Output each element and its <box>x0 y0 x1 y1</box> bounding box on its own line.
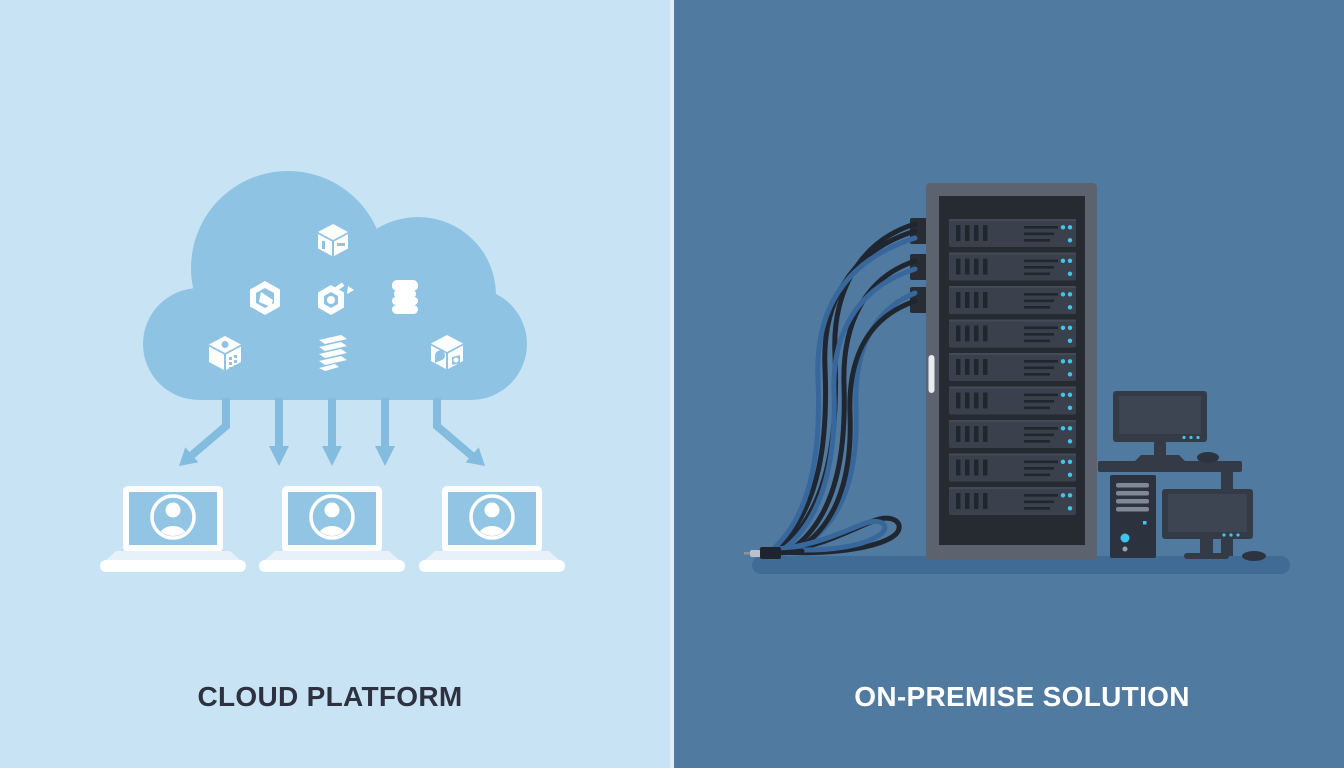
server-room-illustration <box>744 183 1290 574</box>
laptop-client-3 <box>419 486 565 572</box>
on-premise-panel-title: ON-PREMISE SOLUTION <box>854 681 1190 712</box>
monitor-on-floor <box>1162 489 1253 559</box>
arrow-down-icon <box>269 398 289 466</box>
floor <box>752 556 1290 574</box>
server-unit-4 <box>949 319 1076 348</box>
panel-divider <box>670 0 674 768</box>
gear-icon <box>318 282 354 315</box>
storage-grid-cube-icon <box>209 336 241 370</box>
server-unit-5 <box>949 353 1076 381</box>
server-unit-8 <box>949 453 1076 482</box>
cloud-illustration <box>0 171 672 768</box>
power-button-icon <box>1120 533 1130 543</box>
server-rack <box>926 183 1097 560</box>
arrow-down-icon <box>322 398 342 466</box>
cable-bundle <box>757 221 918 556</box>
mouse-on-floor <box>1242 551 1266 561</box>
cloud-panel-title: CLOUD PLATFORM <box>197 681 463 712</box>
cloud-panel: CLOUD PLATFORM <box>0 171 672 768</box>
network-hexagon-icon <box>250 281 280 315</box>
cloud-to-clients-arrows <box>179 398 485 466</box>
modules-cube-icon <box>431 335 463 369</box>
arrow-down-right-icon <box>433 398 485 466</box>
on-premise-panel: ON-PREMISE SOLUTION <box>672 0 1344 768</box>
server-unit-7 <box>949 420 1076 448</box>
server-unit-6 <box>949 386 1076 415</box>
server-unit-2 <box>949 252 1076 281</box>
server-unit-9 <box>949 487 1076 515</box>
cloud-shape <box>143 171 527 400</box>
arrow-down-icon <box>375 398 395 466</box>
data-layers-icon <box>319 335 347 371</box>
pc-tower <box>1110 475 1156 558</box>
power-plug-icon <box>744 547 781 559</box>
mouse-on-desk <box>1197 452 1219 463</box>
server-unit-3 <box>949 286 1076 314</box>
monitor-on-desk <box>1113 391 1207 462</box>
laptop-client-1 <box>100 486 246 572</box>
rack-door-handle <box>928 355 935 393</box>
database-icon <box>392 280 418 314</box>
package-cube-icon <box>318 224 348 256</box>
laptop-client-2 <box>259 486 405 572</box>
server-unit-1 <box>949 219 1076 247</box>
arrow-down-left-icon <box>179 398 230 466</box>
